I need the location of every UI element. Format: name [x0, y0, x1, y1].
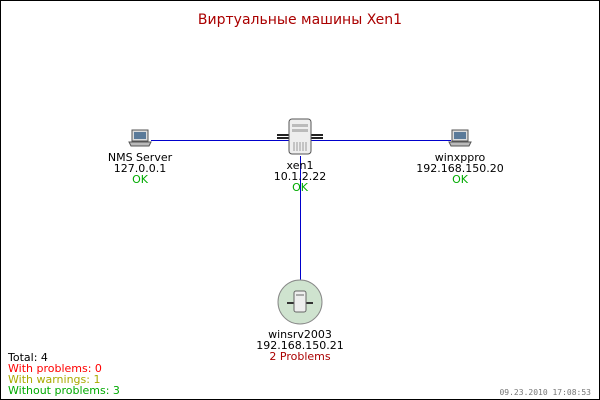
node-name: winxppro [434, 151, 486, 164]
server-icon [277, 118, 323, 155]
legend-problems: With problems: 0 [8, 362, 102, 375]
node-name: winsrv2003 [268, 328, 332, 341]
node-xen1[interactable]: xen1 10.1.2.22 OK [220, 118, 380, 193]
node-ip: 192.168.150.21 [256, 339, 344, 352]
node-ip: 127.0.0.1 [113, 162, 167, 175]
link-nms-xen1[interactable] [151, 140, 301, 141]
laptop-icon [448, 129, 472, 147]
map-legend: Total: 4 With problems: 0 With warnings:… [8, 352, 120, 396]
legend-ok: Without problems: 3 [8, 384, 120, 397]
link-xen1-winxppro[interactable] [301, 140, 451, 141]
link-xen1-winsrv2003[interactable] [300, 156, 301, 286]
node-ip: 192.168.150.20 [416, 162, 504, 175]
node-winsrv2003[interactable]: winsrv2003 192.168.150.21 2 Problems [220, 279, 380, 362]
node-status: OK [452, 173, 468, 186]
node-ip: 10.1.2.22 [273, 170, 327, 183]
node-nms-server[interactable]: NMS Server 127.0.0.1 OK [60, 128, 220, 185]
node-status: OK [132, 173, 148, 186]
timestamp: 09.23.2010 17:08:53 [499, 388, 591, 397]
laptop-icon [128, 129, 152, 147]
node-status: OK [292, 181, 308, 194]
server-icon [277, 279, 323, 325]
map-title: Виртуальные машины Xen1 [197, 12, 403, 28]
node-winxppro[interactable]: winxppro 192.168.150.20 OK [380, 128, 540, 185]
node-name: NMS Server [107, 151, 173, 164]
legend-warnings: With warnings: 1 [8, 373, 101, 386]
node-name: xen1 [286, 159, 314, 172]
legend-total: Total: 4 [8, 351, 48, 364]
node-status: 2 Problems [269, 350, 331, 363]
